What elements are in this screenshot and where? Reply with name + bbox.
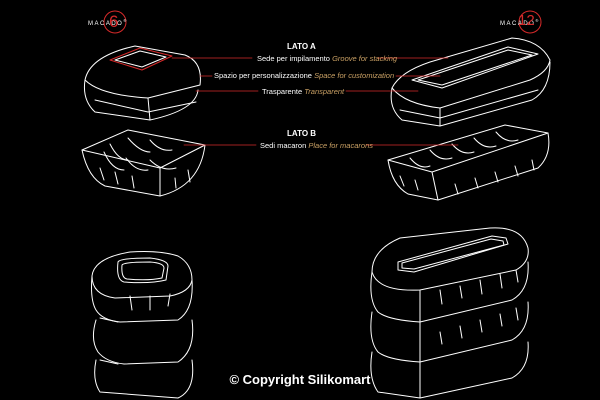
- lato-b-title: LATO B: [287, 129, 317, 138]
- brand-name: MACADO: [88, 21, 124, 27]
- label-italian: Sedi macaron: [260, 141, 307, 150]
- small-size-badge-icon: [103, 10, 127, 34]
- lato-b-label-macarons: Sedi macaron Place for macarons: [260, 142, 373, 150]
- small-box-lid-drawing: [84, 45, 201, 121]
- registered-mark: ®: [123, 18, 128, 23]
- copyright-notice: © Copyright Silikomart: [229, 372, 371, 387]
- brand-logo-large: MACADO®: [500, 18, 540, 28]
- large-size-badge-icon: [518, 10, 542, 34]
- label-italian: Spazio per personalizzazione: [214, 71, 312, 80]
- small-size-number: 6: [109, 12, 119, 31]
- small-stack-drawing: [91, 251, 194, 399]
- registered-mark: ®: [535, 18, 540, 23]
- lato-a-label-transparent: Trasparente Transparent: [262, 88, 344, 96]
- label-english: Transparent: [304, 87, 345, 96]
- callout-lines: [171, 57, 459, 146]
- lato-a-label-groove: Sede per impilamento Groove for stacking: [257, 55, 397, 63]
- label-italian: Sede per impilamento: [257, 54, 330, 63]
- label-english: Groove for stacking: [332, 54, 398, 63]
- large-box-lid-drawing: [390, 37, 551, 127]
- brand-name: MACADO: [500, 21, 536, 27]
- small-box-tray-drawing: [81, 129, 206, 197]
- label-english: Place for macarons: [308, 141, 373, 150]
- label-english: Space for customization: [314, 71, 395, 80]
- lato-a-title: LATO A: [287, 42, 316, 51]
- large-size-number: 12: [518, 12, 535, 29]
- brand-logo-small: MACADO®: [88, 18, 128, 28]
- lato-a-label-customization: Spazio per personalizzazione Space for c…: [214, 72, 394, 80]
- large-box-tray-drawing: [387, 124, 550, 201]
- label-italian: Trasparente: [262, 87, 303, 96]
- large-stack-drawing: [370, 227, 529, 399]
